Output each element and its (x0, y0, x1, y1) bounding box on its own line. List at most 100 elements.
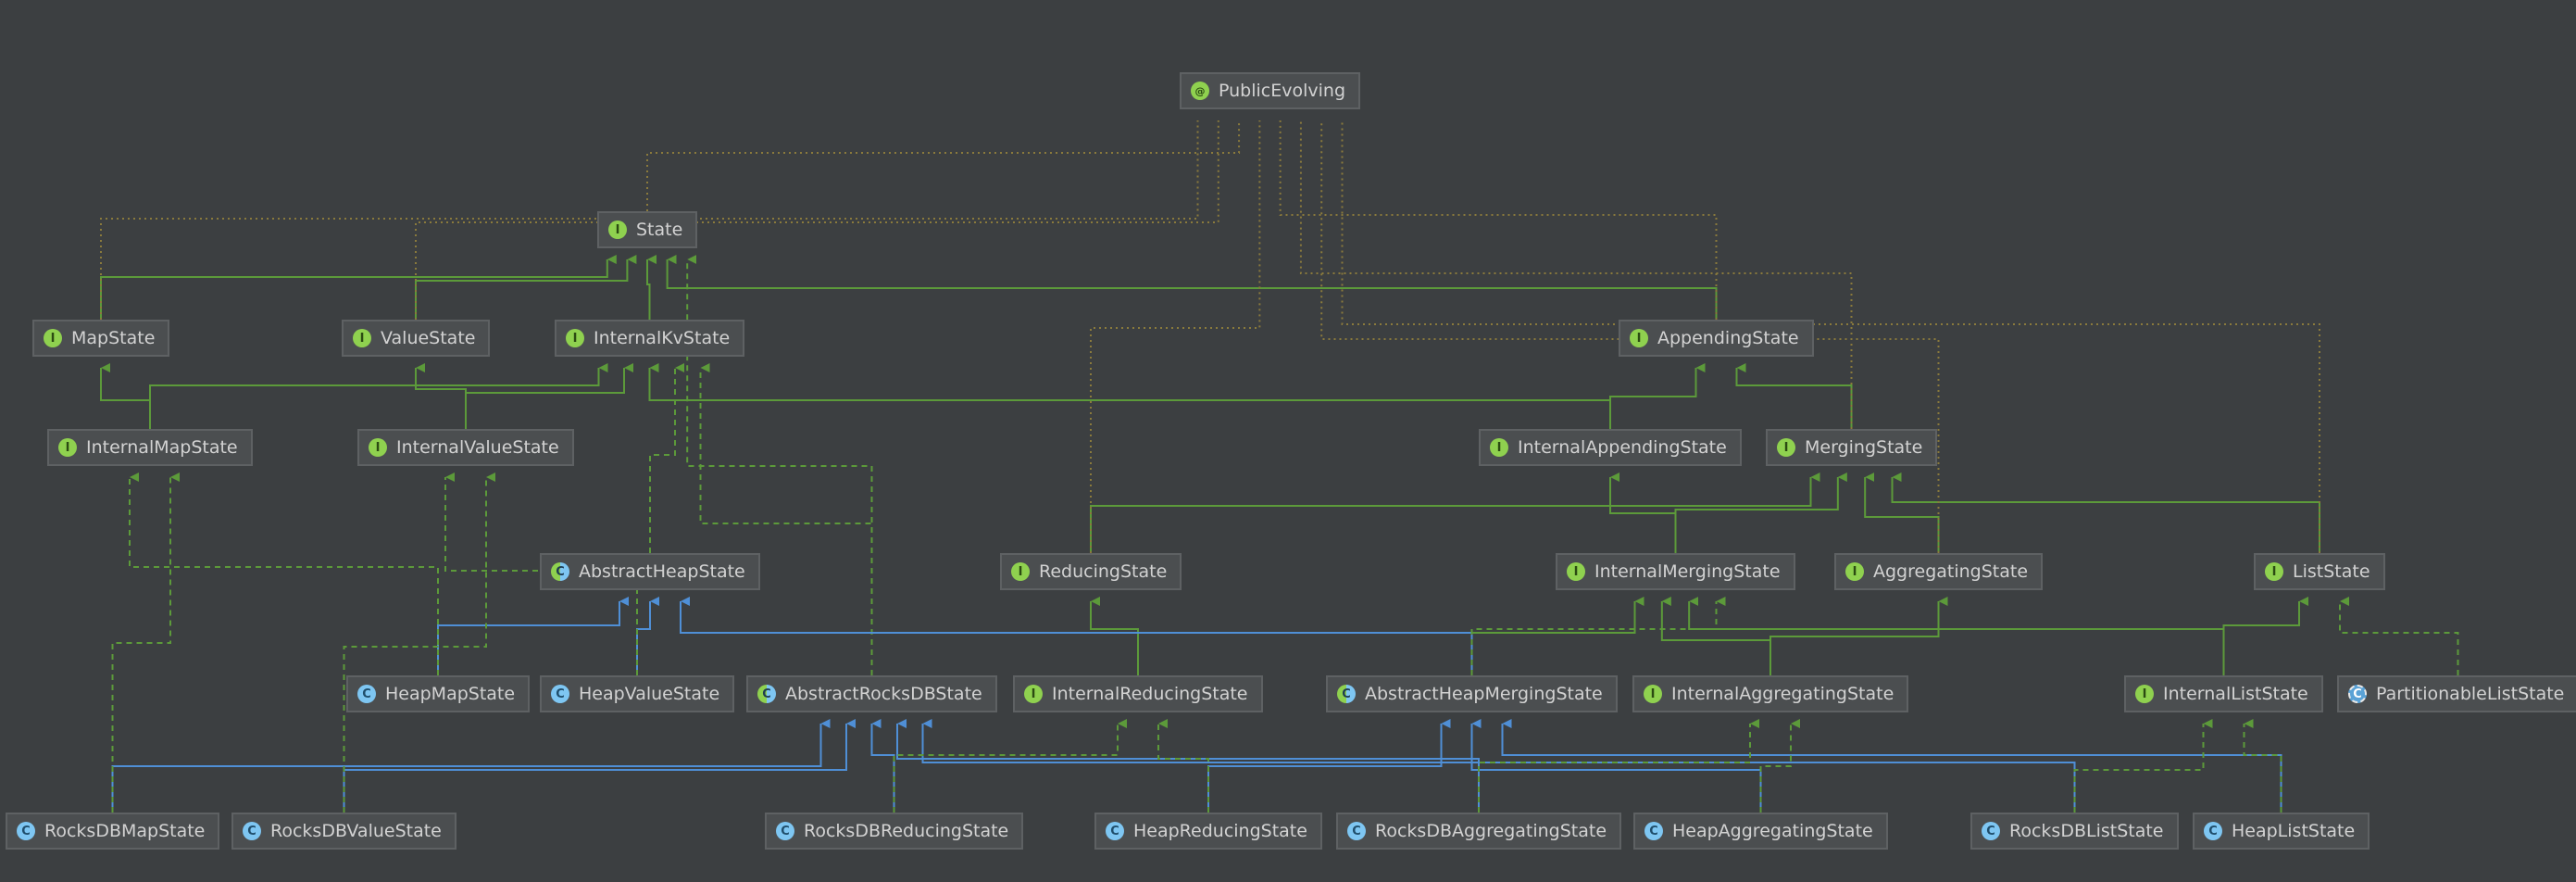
edge-extends-interface (415, 255, 637, 320)
edge-implements (129, 472, 439, 675)
node-internalmapstate[interactable]: I InternalMapState (47, 429, 253, 466)
node-label: AggregatingState (1873, 561, 2029, 582)
class-icon: C (1106, 822, 1124, 840)
edge-extends-interface (646, 255, 657, 320)
abstract-class-icon: C (551, 562, 569, 581)
node-internalreducingstate[interactable]: I InternalReducingState (1013, 675, 1263, 712)
edge-implements (2073, 719, 2213, 813)
edge-extends-interface (648, 363, 1611, 429)
node-rocksdbaggregatingstate[interactable]: C RocksDBAggregatingState (1336, 813, 1622, 850)
edge-annotated (646, 120, 1241, 211)
edge-implements (1759, 719, 1800, 813)
interface-icon: I (1845, 562, 1864, 581)
edge-extends-class (896, 719, 1480, 813)
interface-icon: I (1490, 438, 1508, 457)
node-label: RocksDBAggregatingState (1375, 821, 1607, 841)
edge-extends-interface (1609, 472, 1677, 553)
interface-icon: I (566, 329, 584, 347)
class-icon: C (1347, 822, 1366, 840)
edge-extends-interface (1688, 597, 2225, 675)
node-rocksdbreducingstate[interactable]: C RocksDBReducingState (765, 813, 1024, 850)
node-liststate[interactable]: I ListState (2254, 553, 2385, 590)
edge-implements (1478, 719, 1759, 813)
class-icon: C (357, 685, 376, 703)
edge-extends-class (1470, 719, 1762, 813)
edge-extends-interface (1090, 472, 1820, 553)
edge-extends-class (680, 597, 1473, 675)
node-label: RocksDBMapState (44, 821, 206, 841)
class-icon: C (2204, 822, 2222, 840)
edge-extends-interface (149, 363, 608, 429)
edge-extends-interface (1769, 597, 1948, 675)
node-label: InternalReducingState (1052, 684, 1248, 704)
interface-icon: I (353, 329, 371, 347)
interface-icon: I (58, 438, 77, 457)
edge-extends-interface (2222, 597, 2308, 675)
node-publicevolving[interactable]: @PublicEvolving (1180, 72, 1361, 109)
node-label: RocksDBReducingState (804, 821, 1009, 841)
node-label: RocksDBListState (2009, 821, 2164, 841)
node-label: InternalKvState (594, 328, 731, 348)
edge-extends-class (437, 597, 629, 675)
node-internalkvstate[interactable]: I InternalKvState (555, 320, 745, 357)
node-label: InternalAppendingState (1518, 437, 1727, 458)
class-icon: C (243, 822, 261, 840)
class-icon: C (17, 822, 35, 840)
edge-implements (2243, 719, 2282, 813)
edge-extends-class (1207, 719, 1451, 813)
node-label: State (636, 220, 683, 240)
node-label: ListState (2293, 561, 2370, 582)
edge-implements (699, 363, 873, 675)
node-aggregatingstate[interactable]: I AggregatingState (1834, 553, 2044, 590)
node-rocksdbmapstate[interactable]: C RocksDBMapState (6, 813, 220, 850)
node-label: MapState (71, 328, 156, 348)
abstract-class-icon: C (1337, 685, 1356, 703)
edge-extends-interface (100, 255, 617, 320)
interface-icon: I (2265, 562, 2283, 581)
node-reducingstate[interactable]: I ReducingState (1000, 553, 1182, 590)
node-label: ReducingState (1039, 561, 1168, 582)
edge-extends-class (921, 719, 2076, 813)
edge-extends-interface (415, 363, 467, 429)
interface-icon: I (1011, 562, 1030, 581)
interface-icon: I (369, 438, 387, 457)
edge-implements (893, 719, 1127, 813)
node-internalappendingstate[interactable]: I InternalAppendingState (1479, 429, 1742, 466)
class-icon: C (776, 822, 794, 840)
edge-extends-interface (1735, 363, 1853, 429)
node-label: InternalValueState (396, 437, 559, 458)
edge-extends-interface (1674, 472, 1847, 553)
edge-annotated (1341, 120, 2320, 553)
interface-icon: I (2135, 685, 2154, 703)
node-internalvaluestate[interactable]: I InternalValueState (357, 429, 574, 466)
node-label: InternalMergingState (1594, 561, 1781, 582)
node-label: InternalMapState (86, 437, 238, 458)
node-label: AbstractRocksDBState (785, 684, 982, 704)
node-label: AbstractHeapMergingState (1365, 684, 1603, 704)
edge-extends-class (111, 719, 831, 813)
node-abstractheapmergingstate[interactable]: C AbstractHeapMergingState (1326, 675, 1618, 712)
interface-icon: I (1024, 685, 1043, 703)
edge-annotated (1090, 120, 1261, 553)
node-label: AppendingState (1657, 328, 1799, 348)
edge-annotated (100, 120, 1199, 320)
edge-implements (2339, 597, 2459, 675)
